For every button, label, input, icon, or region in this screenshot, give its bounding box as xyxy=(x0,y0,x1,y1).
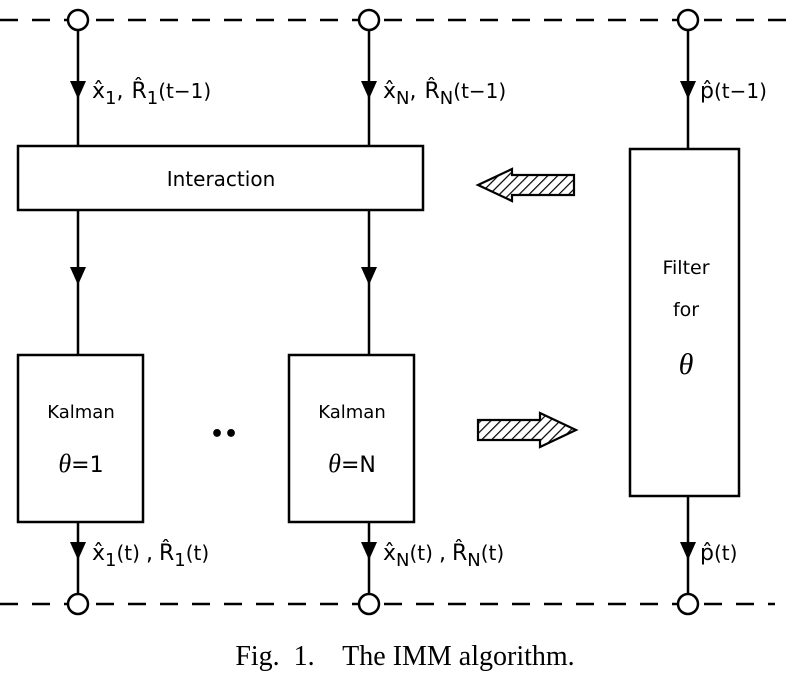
top-right-label: p̂(t−1) xyxy=(700,79,767,104)
node-top-mid xyxy=(357,8,381,32)
hatched-arrow-right xyxy=(476,411,579,449)
ellipsis-dots: •• xyxy=(210,422,238,447)
hatched-arrow-left xyxy=(475,167,576,203)
kalman-n-theta-label: θ=N xyxy=(328,449,376,478)
node-top-left xyxy=(66,8,90,32)
arrow-mid-input xyxy=(361,81,377,99)
arrow-right-output xyxy=(680,542,696,560)
node-bottom-left xyxy=(66,592,90,616)
arrow-right-input xyxy=(680,81,696,99)
node-bottom-right xyxy=(676,592,700,616)
top-mid-label: x̂N,R̂N(t−1) xyxy=(383,78,506,109)
kalman-n-box xyxy=(287,353,416,524)
arrow-left-input xyxy=(70,81,86,99)
filter-line1: Filter xyxy=(662,257,709,279)
top-left-label: x̂1,R̂1(t−1) xyxy=(92,78,211,109)
kalman-1-theta-label: θ=1 xyxy=(58,449,103,478)
arrow-left-mid xyxy=(70,267,86,285)
bottom-right-label: p̂(t) xyxy=(700,541,737,566)
filter-box xyxy=(628,147,741,498)
arrow-left-output xyxy=(70,542,86,560)
kalman-1-box xyxy=(16,353,145,524)
node-top-right xyxy=(676,8,700,32)
bottom-left-label: x̂1(t),R̂1(t) xyxy=(92,540,209,571)
node-bottom-mid xyxy=(357,592,381,616)
arrow-mid-mid xyxy=(361,267,377,285)
kalman-1-eq: =1 xyxy=(71,453,103,478)
interaction-box xyxy=(16,144,425,212)
kalman-1-theta: θ xyxy=(58,449,71,478)
kalman-1-title: Kalman xyxy=(47,402,115,423)
interaction-label: Interaction xyxy=(167,167,276,191)
kalman-n-theta: θ xyxy=(328,449,341,478)
bottom-mid-label: x̂N(t),R̂N(t) xyxy=(383,540,504,571)
figure-caption: Fig. 1. The IMM algorithm. xyxy=(235,641,574,672)
kalman-n-title: Kalman xyxy=(318,402,386,423)
filter-line2: for xyxy=(673,299,699,321)
arrow-mid-output xyxy=(361,542,377,560)
kalman-n-eq: =N xyxy=(341,453,376,478)
filter-theta: θ xyxy=(679,348,694,381)
